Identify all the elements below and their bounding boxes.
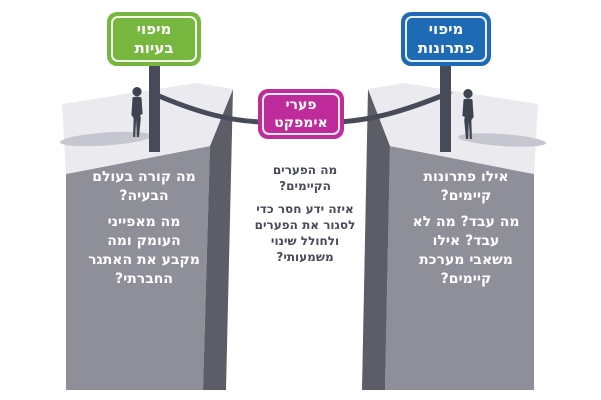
- rope-right-segment: [336, 90, 452, 125]
- impact-question-line: מה הפערים: [272, 163, 338, 177]
- solutions-question-line: עבד? אילו: [432, 233, 500, 249]
- left-person-shadow: [60, 131, 152, 147]
- problems-sign-line2: בעיות: [134, 39, 174, 57]
- solutions-sign-line2: פתרונות: [417, 39, 475, 57]
- right-person-silhouette: [462, 89, 474, 139]
- solutions-sign: מיפוי פתרונות: [401, 12, 491, 66]
- problems-question-line: מה קורה בעולם: [92, 169, 196, 185]
- problems-sign-line1: מיפוי: [136, 20, 172, 38]
- problems-question-line: העומק ומה: [107, 233, 181, 249]
- solutions-question-line: מה עבד? מה לא: [412, 214, 520, 230]
- right-cliff-front-face: [385, 146, 534, 390]
- solutions-question-line: משאבי מערכת: [419, 252, 513, 268]
- left-person-silhouette: [131, 87, 143, 137]
- impact-gaps-sign-line1: פערי: [285, 97, 317, 113]
- solutions-question-line: קיימים?: [440, 271, 492, 287]
- impact-question-line: איזה ידע חסר כדי: [256, 202, 354, 216]
- problems-sign-frame: מיפוי בעיות: [111, 16, 197, 62]
- problems-questions: מה קורה בעולם הבעיה? מה מאפייני העומק ומ…: [70, 168, 218, 289]
- impact-question-line: לסגור את הפערים: [254, 218, 356, 232]
- problems-sign: מיפוי בעיות: [107, 12, 201, 66]
- problems-question-line: מה מאפייני: [107, 214, 181, 230]
- left-signpost: [149, 60, 160, 152]
- left-cliff-side-face: [203, 89, 233, 390]
- rope-left-segment: [149, 90, 265, 125]
- solutions-question-line: קיימים?: [440, 188, 492, 204]
- left-cliff-front-face: [66, 146, 210, 390]
- impact-gaps-sign-frame: פערי אימפקט: [262, 93, 340, 135]
- right-signpost: [440, 60, 451, 152]
- impact-question-line: משמעותי?: [276, 250, 334, 264]
- impact-gap-questions: מה הפערים הקיימים? איזה ידע חסר כדי לסגו…: [245, 162, 365, 265]
- solutions-sign-line1: מיפוי: [428, 20, 464, 38]
- problems-question-line: החברתי?: [114, 271, 173, 287]
- solutions-question-line: אילו פתרונות: [423, 169, 509, 185]
- impact-gaps-sign-line2: אימפקט: [274, 115, 328, 131]
- impact-question-line: הקיימים?: [279, 179, 331, 193]
- impact-question-line: ולחולל שינוי: [270, 234, 340, 248]
- problems-question-line: מקבע את האתגר: [88, 252, 200, 268]
- solutions-sign-frame: מיפוי פתרונות: [405, 16, 487, 62]
- impact-gaps-sign: פערי אימפקט: [258, 89, 344, 139]
- solutions-questions: אילו פתרונות קיימים? מה עבד? מה לא עבד? …: [392, 168, 540, 289]
- right-cliff-side-face: [362, 89, 390, 390]
- problems-question-line: הבעיה?: [119, 188, 169, 204]
- right-person-shadow: [458, 133, 546, 147]
